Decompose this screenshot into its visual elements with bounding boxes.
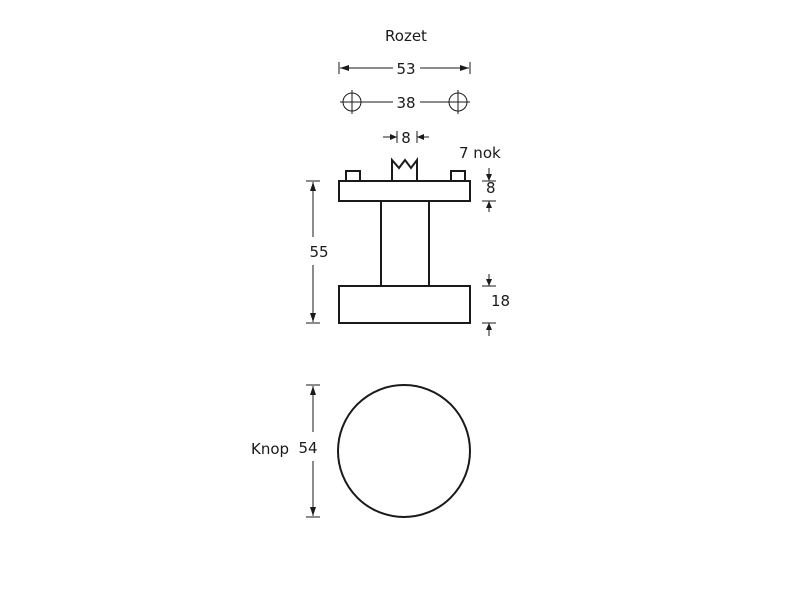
spindle-width-dimension: 8 (383, 129, 429, 147)
rosette-pin-right (450, 170, 466, 182)
hole-spacing-value: 38 (396, 94, 415, 112)
rosette-diameter-dimension: 53 (338, 60, 471, 78)
knob-thickness-value: 18 (491, 292, 510, 310)
rosette-diameter-value: 53 (396, 60, 415, 78)
knob-diameter-dimension: 54 (298, 384, 320, 518)
knob-thickness-dimension: 18 (482, 274, 510, 336)
knob-diameter-value: 54 (298, 439, 317, 457)
rosette-plate (338, 180, 471, 202)
rosette-title: Rozet (385, 27, 427, 45)
total-height-value: 55 (309, 243, 328, 261)
knob-label: Knop (251, 440, 289, 458)
total-height-dimension: 55 (306, 180, 329, 324)
knob-body (338, 285, 471, 324)
spindle-teeth (391, 157, 418, 181)
rosette-pin-left (345, 170, 361, 182)
knob-side-view (338, 157, 471, 324)
spindle-width-value: 8 (401, 129, 411, 147)
hole-spacing-dimension: 38 (340, 90, 470, 114)
rosette-thickness-dimension: 8 (482, 168, 496, 212)
knob-front-view (337, 384, 471, 518)
teeth-label: 7 nok (459, 144, 501, 162)
neck (380, 200, 430, 287)
rosette-thickness-value: 8 (486, 179, 496, 197)
